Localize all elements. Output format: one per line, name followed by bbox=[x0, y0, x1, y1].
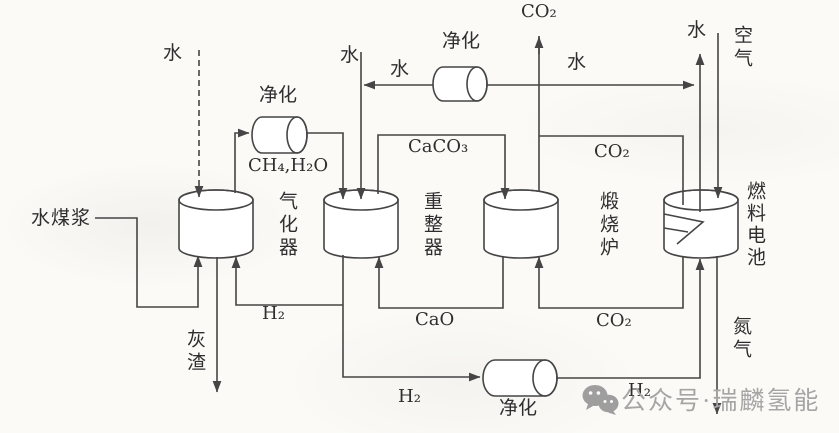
flow-cao-to-reformer bbox=[374, 256, 504, 309]
flow-gasifier-to-purifier bbox=[234, 128, 250, 193]
flow-caco3-to-calciner bbox=[377, 134, 510, 200]
label-gasifier: 气化器 bbox=[275, 191, 297, 260]
label-cao: CaO bbox=[415, 309, 455, 330]
label-co2-top: CO₂ bbox=[521, 1, 557, 22]
label-co2-return: CO₂ bbox=[596, 310, 632, 331]
flow-ch4-h2o-to-reformer bbox=[306, 132, 348, 200]
label-fuel-cell: 燃料电池 bbox=[743, 181, 765, 269]
flow-h2-to-bottom-purifier bbox=[342, 255, 481, 382]
gasifier-vessel bbox=[178, 189, 254, 259]
label-ash: 灰渣 bbox=[183, 329, 205, 375]
label-coal-water-slurry: 水煤浆 bbox=[31, 208, 92, 229]
label-calciner: 煅烧炉 bbox=[596, 191, 618, 260]
label-h2-to-fuel-cell: H₂ bbox=[628, 380, 651, 401]
label-water-fuel-cell-out: 水 bbox=[687, 20, 707, 41]
flow-co2-return-to-calciner bbox=[534, 256, 684, 309]
label-water-left-of-purifier: 水 bbox=[390, 59, 410, 80]
purifier-bottom-vessel bbox=[482, 359, 558, 397]
flow-coal-water-slurry bbox=[95, 217, 203, 308]
purifier-top-center-vessel bbox=[432, 66, 488, 102]
label-ch4-h2o: CH₄,H₂O bbox=[248, 155, 329, 176]
watermark-text: 公众号·瑞麟氢能 bbox=[621, 388, 821, 415]
label-air: 空气 bbox=[730, 25, 752, 71]
flow-h2-to-fuel-cell bbox=[557, 258, 705, 379]
label-purifier-bottom: 净化 bbox=[499, 398, 538, 419]
label-water-above-reformer: 水 bbox=[340, 45, 360, 66]
label-purifier-top-center: 净化 bbox=[442, 31, 481, 52]
purifier-top-left-vessel bbox=[251, 116, 308, 154]
label-co2-to-fuel-cell: CO₂ bbox=[594, 141, 630, 162]
flow-co2-branch-to-fuel-cell bbox=[539, 135, 684, 205]
fuel-cell-zigzag-mark bbox=[663, 213, 705, 245]
label-h2-recycle: H₂ bbox=[262, 303, 285, 324]
flow-h2-recycle-to-gasifier bbox=[231, 256, 343, 306]
label-water-right-of-purifier: 水 bbox=[567, 52, 587, 73]
label-caco3: CaCO₃ bbox=[408, 136, 469, 157]
label-purifier-top-left: 净化 bbox=[259, 85, 298, 106]
label-reformer: 重整器 bbox=[420, 191, 442, 260]
label-h2-to-purifier: H₂ bbox=[398, 386, 421, 407]
wechat-icon bbox=[582, 385, 619, 415]
label-nitrogen: 氮气 bbox=[729, 316, 751, 362]
label-water-top-left: 水 bbox=[163, 43, 183, 64]
reformer-vessel bbox=[323, 189, 399, 259]
calciner-vessel bbox=[483, 189, 559, 259]
